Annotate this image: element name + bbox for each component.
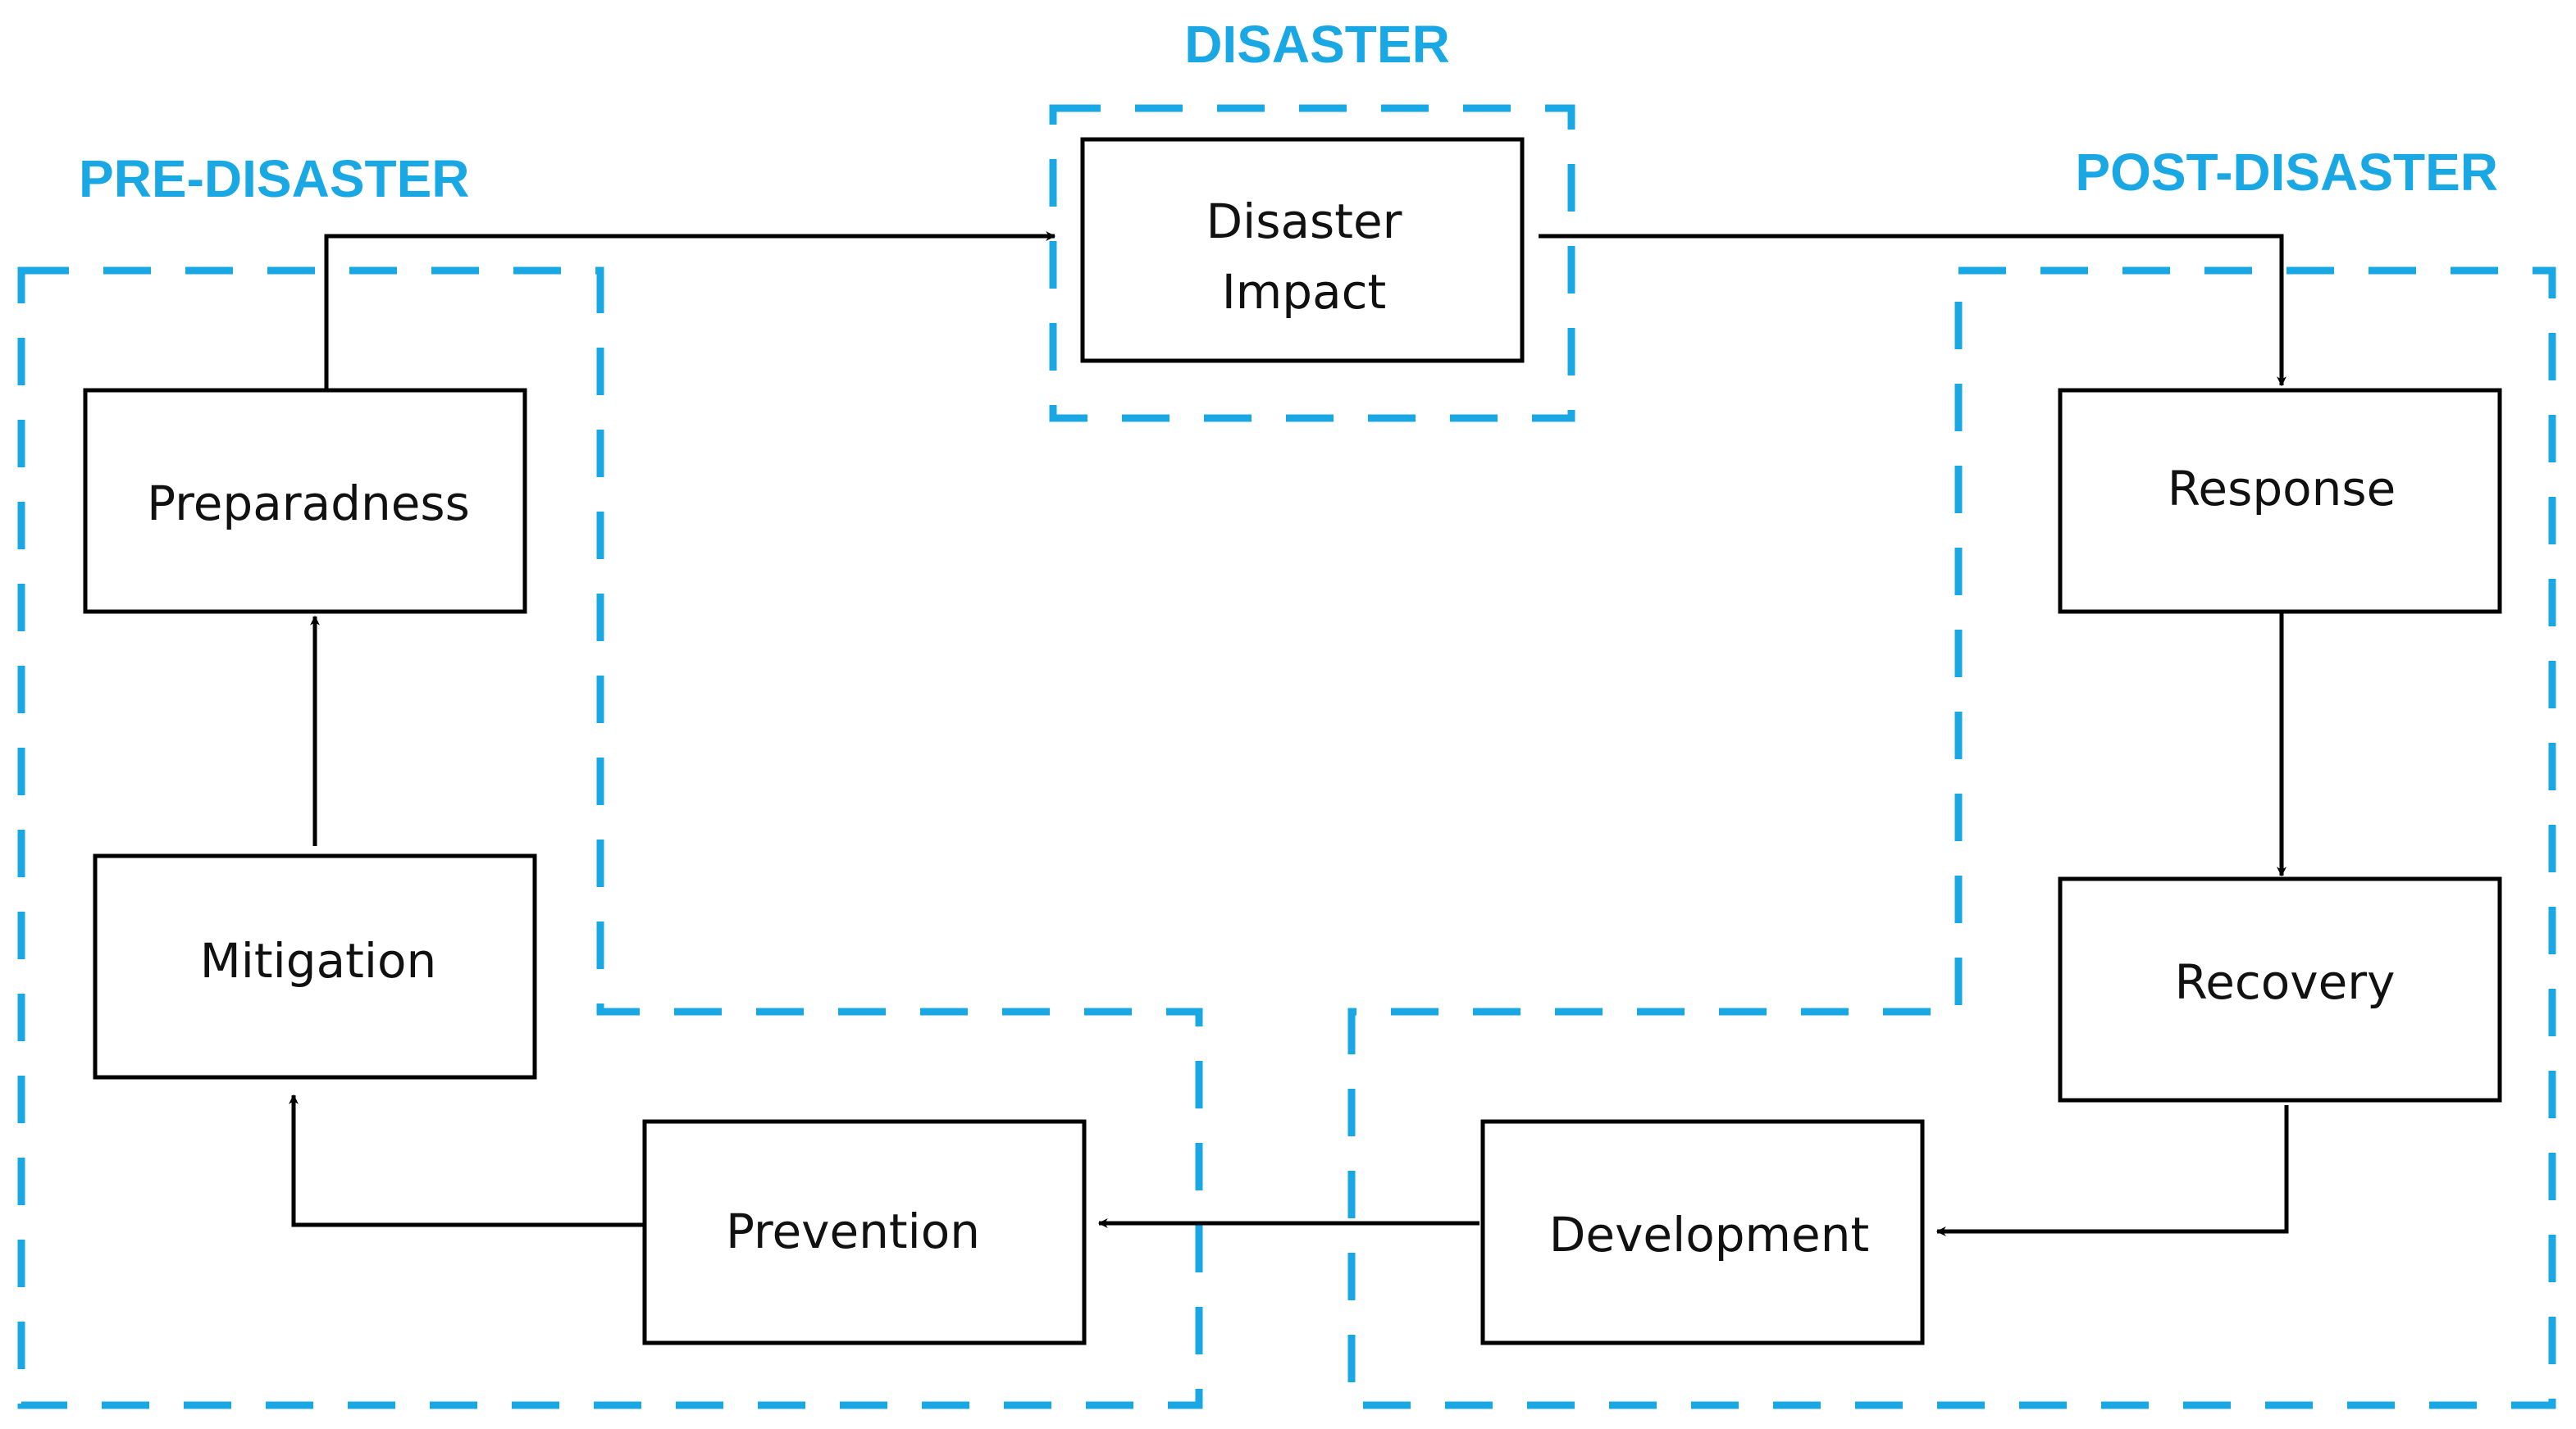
arrow-impact-to-response — [1539, 234, 2286, 387]
disaster-impact-node: Disaster Impact — [1080, 137, 1525, 363]
mitigation-node: Mitigation — [93, 853, 537, 1080]
prevention-node: Prevention — [642, 1119, 1087, 1345]
post-disaster-label: POST-DISASTER — [2075, 143, 2498, 202]
arrow-prevention-to-mitigation — [289, 1094, 653, 1227]
response-label: Response — [2168, 461, 2396, 517]
preparedness-label: Preparadness — [147, 476, 470, 531]
mitigation-label: Mitigation — [200, 933, 436, 989]
pre-disaster-zone — [17, 266, 1203, 1409]
recovery-node: Recovery — [2058, 876, 2502, 1103]
flow-arrows — [289, 231, 2289, 1236]
disaster-impact-label-line1: Disaster — [1206, 193, 1402, 249]
recovery-label: Recovery — [2175, 954, 2396, 1010]
arrow-preparedness-to-impact — [324, 231, 1056, 390]
disaster-impact-label-line2: Impact — [1222, 264, 1387, 320]
phase-zones — [17, 104, 2556, 1409]
pre-disaster-label: PRE-DISASTER — [79, 149, 470, 208]
response-node: Response — [2058, 388, 2502, 614]
disaster-label: DISASTER — [1184, 15, 1450, 74]
preparedness-node: Preparadness — [83, 388, 527, 614]
post-disaster-zone — [1347, 266, 2556, 1409]
arrow-recovery-to-development — [1935, 1105, 2289, 1236]
development-node: Development — [1480, 1119, 1925, 1345]
prevention-label: Prevention — [726, 1204, 980, 1259]
development-label: Development — [1549, 1207, 1869, 1263]
disaster-zone — [1049, 104, 1575, 422]
